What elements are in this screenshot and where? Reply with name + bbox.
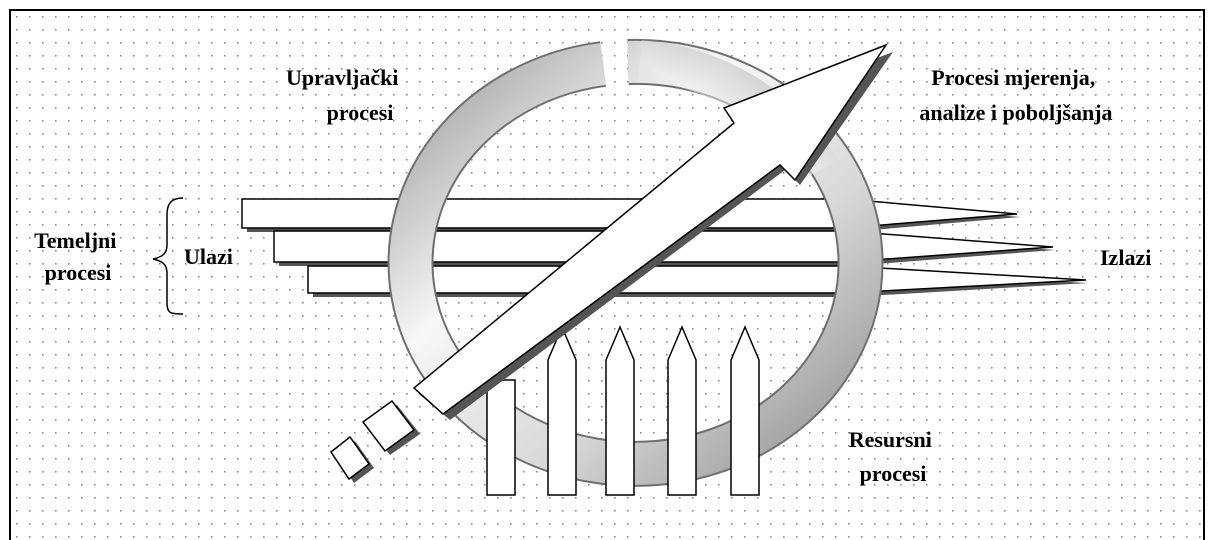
control-processes-label: Upravljački: [286, 65, 398, 90]
inputs-label: Ulazi: [184, 244, 233, 269]
resource-processes-label: Resursni: [849, 427, 932, 452]
picket-1: [487, 380, 515, 495]
measure-processes-label: Procesi mjerenja,: [931, 65, 1095, 90]
picket-4: [668, 327, 696, 495]
control-processes-label-2: procesi: [327, 100, 394, 125]
picket-2: [548, 327, 576, 495]
picket-5: [731, 327, 759, 495]
outputs-label: Izlazi: [1100, 245, 1151, 270]
picket-3: [606, 327, 634, 495]
measure-processes-label-2: analize i poboljšanja: [919, 100, 1112, 125]
core-processes-label-2: procesi: [45, 260, 112, 285]
core-processes-label: Temeljni: [34, 228, 116, 253]
resource-processes-label-2: procesi: [860, 461, 927, 486]
